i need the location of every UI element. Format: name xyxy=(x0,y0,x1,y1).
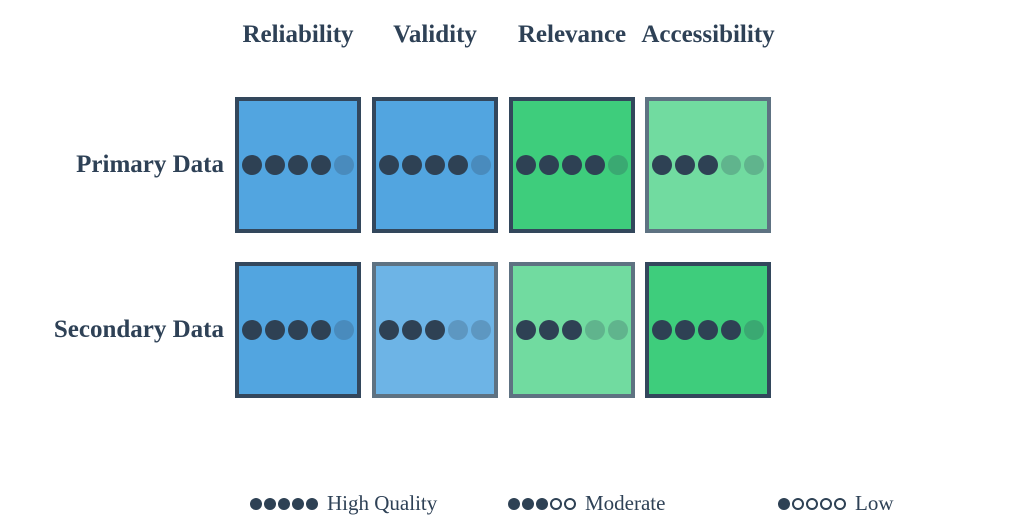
rating-dot-filled xyxy=(288,320,308,340)
legend-dot-filled xyxy=(522,497,534,510)
rating-dot-filled xyxy=(311,320,331,340)
rating-dot-filled xyxy=(311,155,331,175)
rating-dot-filled xyxy=(265,320,285,340)
cell-secondary-data-accessibility xyxy=(645,262,771,398)
legend-dot-hollow xyxy=(806,497,818,510)
rating-dot-filled xyxy=(539,155,559,175)
legend-dot-hollow xyxy=(834,497,846,510)
rating-dot-filled xyxy=(539,320,559,340)
rating-dot-empty xyxy=(744,320,764,340)
legend-dot-hollow xyxy=(550,497,562,510)
rating-dots xyxy=(379,155,491,175)
rating-dot-empty xyxy=(448,320,468,340)
cell-primary-data-accessibility xyxy=(645,97,771,233)
rating-dot-filled xyxy=(721,320,741,340)
rating-dot-empty xyxy=(608,155,628,175)
legend-item-moderate: Moderate xyxy=(508,491,665,516)
rating-dots xyxy=(242,320,354,340)
rating-dot-filled xyxy=(652,320,672,340)
rating-dot-filled xyxy=(562,155,582,175)
rating-dot-empty xyxy=(744,155,764,175)
rating-dot-empty xyxy=(608,320,628,340)
row-label-primary-data: Primary Data xyxy=(76,151,224,178)
rating-dot-empty xyxy=(721,155,741,175)
rating-dot-filled xyxy=(698,320,718,340)
rating-dot-filled xyxy=(516,155,536,175)
rating-dot-filled xyxy=(585,155,605,175)
cell-primary-data-relevance xyxy=(509,97,635,233)
rating-dots xyxy=(652,320,764,340)
rating-dots xyxy=(516,320,628,340)
rating-dot-empty xyxy=(585,320,605,340)
legend-dot-filled xyxy=(250,497,262,510)
legend-dot-hollow xyxy=(564,497,576,510)
cell-primary-data-reliability xyxy=(235,97,361,233)
rating-dot-empty xyxy=(471,320,491,340)
legend-dots xyxy=(508,497,576,510)
rating-dot-filled xyxy=(516,320,536,340)
legend-dot-filled xyxy=(508,497,520,510)
column-header-accessibility: Accessibility xyxy=(641,21,775,48)
rating-dots xyxy=(379,320,491,340)
rating-dot-filled xyxy=(288,155,308,175)
rating-dot-filled xyxy=(265,155,285,175)
column-header-relevance: Relevance xyxy=(517,21,627,48)
legend-dot-hollow xyxy=(820,497,832,510)
rating-dot-empty xyxy=(471,155,491,175)
rating-dot-filled xyxy=(675,320,695,340)
legend-dot-filled xyxy=(306,497,318,510)
legend-item-high-quality: High Quality xyxy=(250,491,437,516)
legend-dot-filled xyxy=(778,497,790,510)
rating-dot-filled xyxy=(425,320,445,340)
rating-dot-filled xyxy=(425,155,445,175)
rating-dot-filled xyxy=(675,155,695,175)
rating-dot-filled xyxy=(242,155,262,175)
legend-label: High Quality xyxy=(327,491,438,515)
rating-dot-empty xyxy=(334,320,354,340)
legend-label: Moderate xyxy=(585,491,666,515)
legend-dot-filled xyxy=(536,497,548,510)
rating-dot-filled xyxy=(402,320,422,340)
column-header-reliability: Reliability xyxy=(242,21,354,48)
row-label-secondary-data: Secondary Data xyxy=(53,316,224,343)
legend-dot-filled xyxy=(292,497,304,510)
cell-secondary-data-validity xyxy=(372,262,498,398)
rating-dot-filled xyxy=(242,320,262,340)
rating-dot-filled xyxy=(448,155,468,175)
legend-dots xyxy=(250,497,318,510)
rating-dot-filled xyxy=(562,320,582,340)
cell-secondary-data-reliability xyxy=(235,262,361,398)
rating-dot-filled xyxy=(652,155,672,175)
legend-dot-filled xyxy=(264,497,276,510)
column-header-validity: Validity xyxy=(393,21,477,48)
cell-secondary-data-relevance xyxy=(509,262,635,398)
legend-label: Low xyxy=(855,491,894,515)
legend-dot-filled xyxy=(278,497,290,510)
legend-dot-hollow xyxy=(792,497,804,510)
rating-dot-filled xyxy=(698,155,718,175)
legend-item-low: Low xyxy=(778,491,894,516)
cell-primary-data-validity xyxy=(372,97,498,233)
rating-dot-filled xyxy=(402,155,422,175)
rating-dots xyxy=(516,155,628,175)
rating-dot-filled xyxy=(379,155,399,175)
rating-dots xyxy=(652,155,764,175)
rating-dots xyxy=(242,155,354,175)
rating-dot-empty xyxy=(334,155,354,175)
legend-dots xyxy=(778,497,846,510)
rating-dot-filled xyxy=(379,320,399,340)
